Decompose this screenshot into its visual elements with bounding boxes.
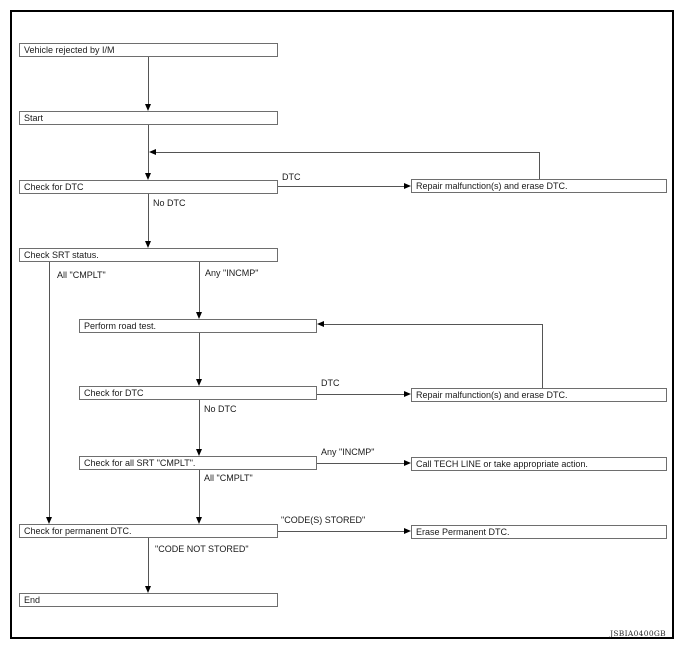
connector-vehicle-to-start <box>148 57 149 105</box>
arrowhead-down-icon <box>145 241 151 248</box>
connector-repair-1-feedback-vertical <box>539 152 540 179</box>
connector-check-dtc-2-to-check-all-srt <box>199 400 200 450</box>
edge-label-any-incmp-2: Any "INCMP" <box>321 447 375 457</box>
connector-check-permanent-to-end <box>148 538 149 587</box>
connector-check-srt-to-check-permanent <box>49 262 50 518</box>
edge-label-no-dtc-2: No DTC <box>204 404 237 414</box>
arrowhead-right-icon <box>404 460 411 466</box>
arrowhead-right-icon <box>404 528 411 534</box>
arrowhead-down-icon <box>145 104 151 111</box>
node-vehicle-rejected: Vehicle rejected by I/M <box>19 43 278 57</box>
node-perform-road-test: Perform road test. <box>79 319 317 333</box>
connector-check-dtc-1-to-repair-1 <box>278 186 405 187</box>
connector-start-to-check-dtc-1 <box>148 125 149 173</box>
edge-label-dtc-2: DTC <box>321 378 340 388</box>
node-repair-erase-dtc-2: Repair malfunction(s) and erase DTC. <box>411 388 667 402</box>
arrowhead-down-icon <box>196 449 202 456</box>
node-check-dtc-1: Check for DTC <box>19 180 278 194</box>
edge-label-code-not-stored: "CODE NOT STORED" <box>155 544 249 554</box>
connector-check-dtc-1-to-check-srt <box>148 194 149 242</box>
connector-repair-2-feedback-vertical <box>542 324 543 388</box>
connector-check-srt-to-road-test <box>199 262 200 313</box>
node-call-tech-line: Call TECH LINE or take appropriate actio… <box>411 457 667 471</box>
arrowhead-down-icon <box>46 517 52 524</box>
connector-check-all-srt-to-check-permanent <box>199 470 200 518</box>
arrowhead-down-icon <box>145 586 151 593</box>
node-check-dtc-2: Check for DTC <box>79 386 317 400</box>
node-repair-erase-dtc-1: Repair malfunction(s) and erase DTC. <box>411 179 667 193</box>
arrowhead-right-icon <box>404 183 411 189</box>
arrowhead-down-icon <box>145 173 151 180</box>
node-end: End <box>19 593 278 607</box>
edge-label-codes-stored: "CODE(S) STORED" <box>281 515 366 525</box>
connector-check-all-srt-to-tech-line <box>317 463 405 464</box>
arrowhead-left-icon <box>317 321 324 327</box>
edge-label-no-dtc-1: No DTC <box>153 198 186 208</box>
arrowhead-down-icon <box>196 517 202 524</box>
node-start: Start <box>19 111 278 125</box>
connector-check-dtc-2-to-repair-2 <box>317 394 405 395</box>
arrowhead-down-icon <box>196 379 202 386</box>
edge-label-dtc-1: DTC <box>282 172 301 182</box>
edge-label-all-cmplt-1: All "CMPLT" <box>57 270 106 280</box>
node-check-all-srt-cmplt: Check for all SRT "CMPLT". <box>79 456 317 470</box>
connector-check-permanent-to-erase <box>278 531 405 532</box>
arrowhead-left-icon <box>149 149 156 155</box>
connector-repair-2-feedback-horizontal <box>323 324 543 325</box>
node-check-permanent-dtc: Check for permanent DTC. <box>19 524 278 538</box>
diagram-border <box>10 10 674 639</box>
node-check-srt-status: Check SRT status. <box>19 248 278 262</box>
node-erase-permanent-dtc: Erase Permanent DTC. <box>411 525 667 539</box>
connector-road-test-to-check-dtc-2 <box>199 333 200 380</box>
figure-code: JSBIA0400GB <box>610 629 666 638</box>
edge-label-any-incmp-1: Any "INCMP" <box>205 268 259 278</box>
arrowhead-down-icon <box>196 312 202 319</box>
edge-label-all-cmplt-2: All "CMPLT" <box>204 473 253 483</box>
arrowhead-right-icon <box>404 391 411 397</box>
connector-repair-1-feedback-horizontal <box>155 152 540 153</box>
